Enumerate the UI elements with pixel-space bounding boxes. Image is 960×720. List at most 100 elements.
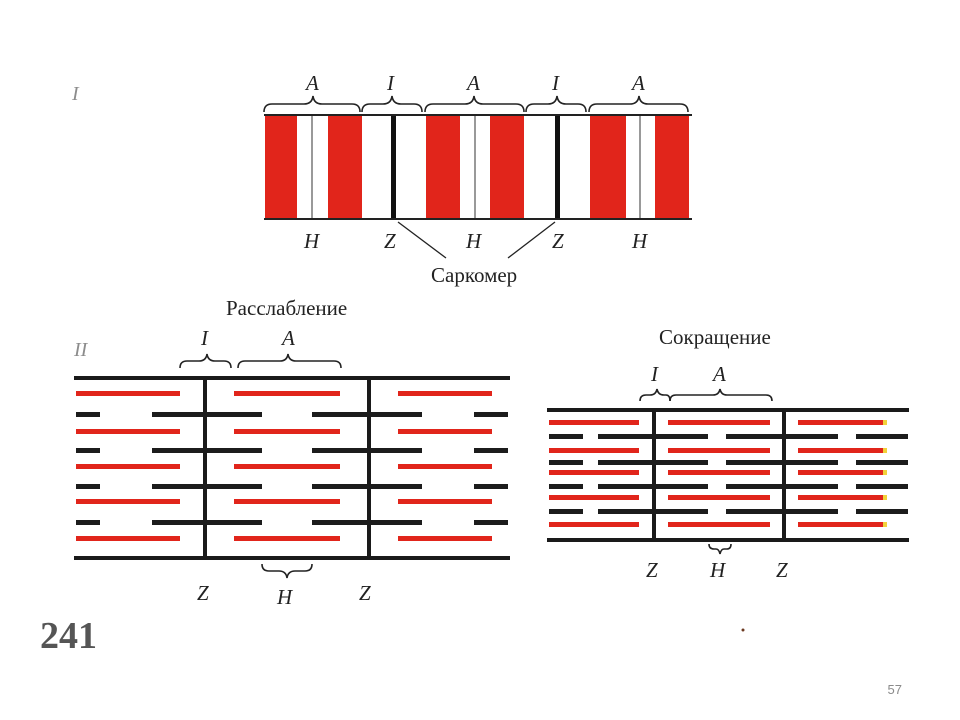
band-label-a1: A (304, 71, 319, 95)
relax-actin (312, 520, 422, 525)
contr-actin (856, 509, 908, 514)
relax-myosin (234, 429, 340, 434)
contr-myosin (668, 448, 770, 453)
relax-myosin (76, 464, 180, 469)
relax-myosin (76, 536, 180, 541)
contr-myosin (798, 470, 884, 475)
book-page-number: 241 (40, 615, 97, 657)
contr-myosin-tip (883, 495, 887, 500)
relax-actin (152, 484, 262, 489)
contr-actin (726, 484, 838, 489)
relax-actin (76, 520, 100, 525)
contr-myosin (798, 420, 884, 425)
pointer-left (397, 221, 447, 259)
relax-z-line-1 (203, 378, 207, 558)
brace-contr-a (669, 388, 773, 402)
contr-myosin (798, 448, 884, 453)
contr-actin (856, 434, 908, 439)
relax-myosin (398, 464, 492, 469)
relax-myosin (398, 536, 492, 541)
relax-myosin (234, 499, 340, 504)
relax-myosin (398, 391, 492, 396)
relax-myosin (398, 429, 492, 434)
relax-actin (152, 412, 262, 417)
contr-label-z1: Z (646, 558, 658, 582)
relaxation-filaments (74, 376, 510, 560)
contr-label-h: H (709, 558, 727, 582)
band-label-i2: I (551, 71, 560, 95)
relaxation-title: Расслабление (226, 296, 347, 320)
contr-myosin-tip (883, 448, 887, 453)
contr-actin (549, 509, 583, 514)
contr-actin (598, 460, 708, 465)
a-band-red-1a (265, 114, 297, 218)
contr-myosin-tip (883, 470, 887, 475)
contr-bottom-border (547, 538, 909, 542)
relax-top-border (74, 376, 510, 380)
contr-z-line-2 (782, 410, 786, 540)
contraction-filaments (547, 408, 909, 542)
contr-myosin (668, 470, 770, 475)
z-line-2 (555, 114, 560, 220)
contr-actin (856, 484, 908, 489)
relax-myosin (234, 536, 340, 541)
brace-i2 (525, 95, 587, 113)
relax-label-z1: Z (197, 581, 209, 605)
pointer-right (507, 221, 556, 259)
relax-actin (312, 412, 422, 417)
panel-1-roman-numeral: I (71, 83, 80, 105)
brace-contr-i (639, 388, 671, 402)
brace-relax-a (237, 353, 342, 369)
relax-myosin (76, 499, 180, 504)
a-band-red-2b (490, 114, 524, 218)
band-label-i1: I (386, 71, 395, 95)
relax-myosin (398, 499, 492, 504)
contr-myosin (798, 495, 884, 500)
contr-actin (726, 509, 838, 514)
contr-myosin (549, 470, 639, 475)
brace-relax-i (179, 353, 232, 369)
a-band-red-3a (590, 114, 626, 218)
contraction-h-brace (708, 543, 732, 555)
contr-actin (598, 509, 708, 514)
contr-myosin (668, 495, 770, 500)
label-h2: H (465, 229, 483, 253)
brace-i1 (361, 95, 423, 113)
contr-myosin-tip (883, 420, 887, 425)
relax-label-a: A (280, 326, 295, 350)
relax-actin (76, 484, 100, 489)
contr-myosin (798, 522, 884, 527)
a-band-red-3b (655, 114, 689, 218)
a-band-red-1b (328, 114, 362, 218)
brace-a1 (263, 95, 361, 113)
contr-actin (549, 434, 583, 439)
contr-actin (598, 484, 708, 489)
panel-1-fiber-band (264, 114, 692, 220)
slide-number: 57 (887, 682, 902, 697)
contr-top-border (547, 408, 909, 412)
relaxation-top-braces (179, 353, 342, 369)
relax-actin (152, 448, 262, 453)
contr-myosin (668, 522, 770, 527)
a-band-red-2a (426, 114, 460, 218)
contraction-title: Сокращение (659, 325, 771, 349)
relax-actin (152, 520, 262, 525)
band-label-a2: A (465, 71, 480, 95)
contr-myosin-tip (883, 522, 887, 527)
relax-actin (312, 484, 422, 489)
band-label-a3: A (630, 71, 645, 95)
label-z2: Z (552, 229, 564, 253)
relax-actin (474, 484, 508, 489)
contr-actin (856, 460, 908, 465)
contr-actin (726, 434, 838, 439)
relax-myosin (234, 391, 340, 396)
contr-myosin (668, 420, 770, 425)
contr-myosin (549, 495, 639, 500)
contr-myosin (549, 448, 639, 453)
brace-a2 (424, 95, 525, 113)
relax-actin (312, 448, 422, 453)
relax-actin (76, 412, 100, 417)
relax-label-i: I (200, 326, 209, 350)
